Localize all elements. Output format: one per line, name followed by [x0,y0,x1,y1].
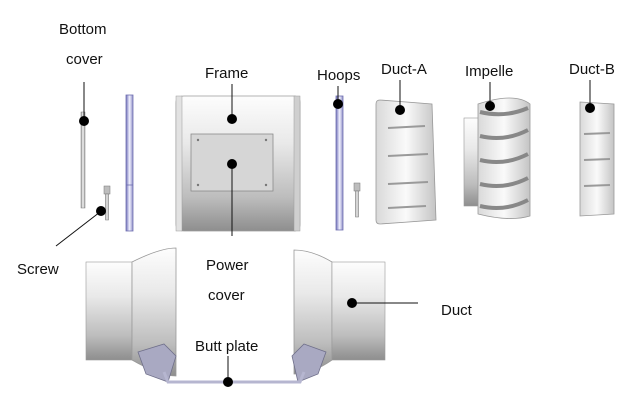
frame-part [175,95,301,232]
marker-dot-power-cover [227,159,237,169]
label-impeller: Impelle [465,63,514,80]
marker-dots [79,99,595,387]
label-bottom-cover-line2: cover [66,51,103,68]
label-duct: Duct [441,302,472,319]
label-screw: Screw [17,261,59,278]
hoops-part [335,95,361,231]
right-duct-part [293,249,386,375]
label-hoops: Hoops [317,67,361,84]
duct-b-part [579,101,615,217]
label-power-cover-line2: cover [208,287,245,304]
marker-dot-butt-plate [223,377,233,387]
duct-a-part [375,99,437,225]
butt-plate-part [137,343,327,384]
impeller-part [463,97,531,219]
label-power-cover-line1: Power [206,257,249,274]
marker-dot-duct-b [585,103,595,113]
marker-dot-impeller [485,101,495,111]
marker-dot-duct [347,298,357,308]
screw-part [103,185,111,221]
label-duct-a: Duct-A [381,61,427,78]
label-bottom-cover-line1: Bottom [59,21,107,38]
left-duct-part [85,247,177,377]
marker-dot-duct-a [395,105,405,115]
bottom-cover-part [80,111,86,209]
marker-dot-hoops [333,99,343,109]
marker-dot-screw [96,206,106,216]
label-duct-b: Duct-B [569,61,615,78]
label-frame: Frame [205,65,249,82]
marker-dot-bottom-cover [79,116,89,126]
label-butt-plate: Butt plate [195,338,259,355]
bottom-cover-plate [125,94,134,232]
marker-dot-frame [227,114,237,124]
